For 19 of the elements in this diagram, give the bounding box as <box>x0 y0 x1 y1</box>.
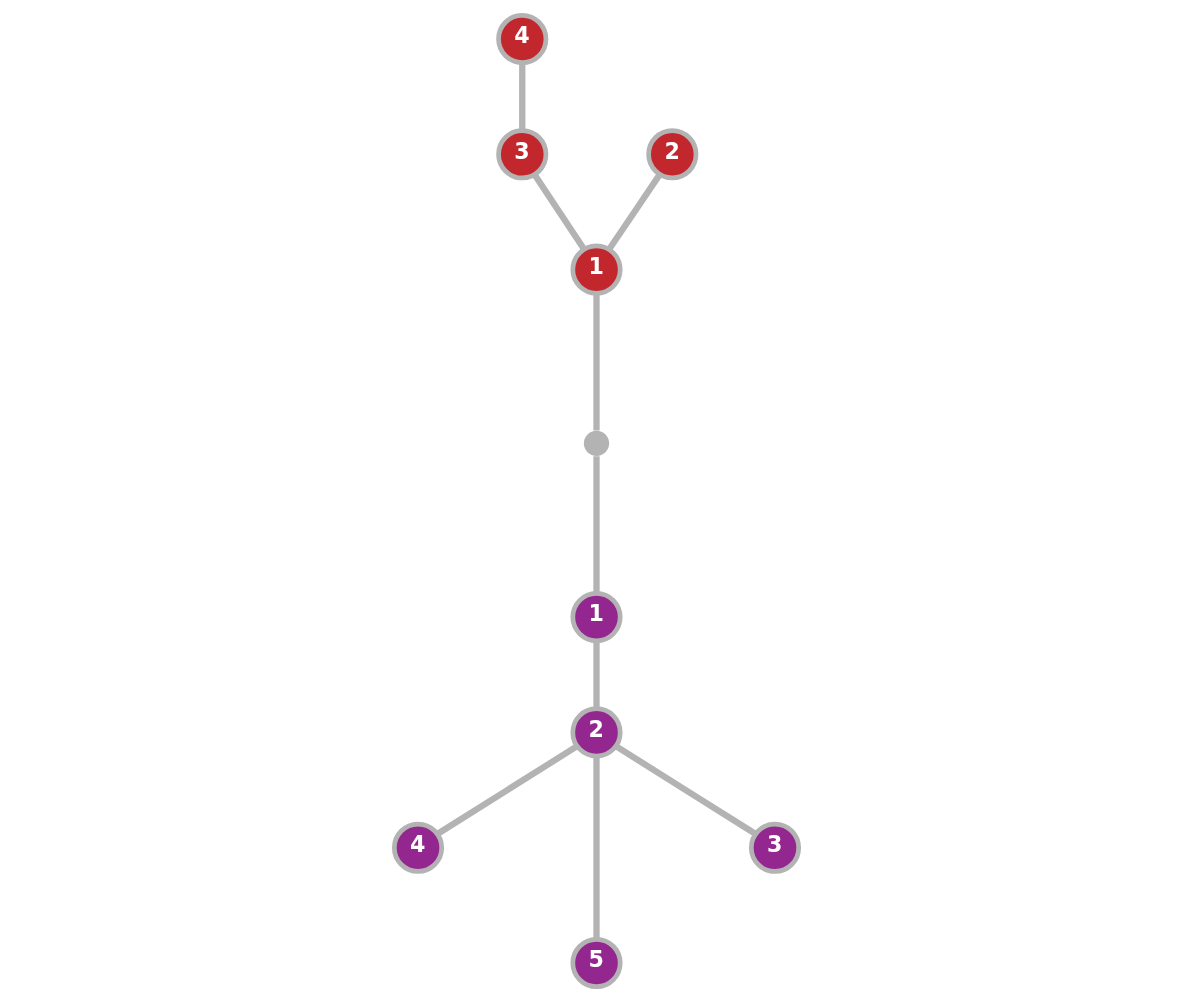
connector <box>435 743 578 837</box>
connector <box>531 173 587 251</box>
node-circle: 3 <box>495 128 548 181</box>
connector <box>592 456 600 594</box>
node-circle: 5 <box>569 936 623 990</box>
connector <box>592 293 600 431</box>
node-circle <box>583 430 609 456</box>
node-circle: 1 <box>569 591 623 644</box>
connector <box>592 640 600 708</box>
node-circle: 4 <box>495 12 548 66</box>
connector <box>592 756 600 939</box>
node-circle: 4 <box>391 821 444 874</box>
connector <box>614 743 757 837</box>
connector <box>606 173 662 252</box>
node-circle: 2 <box>569 706 623 759</box>
node-circle: 1 <box>569 243 623 296</box>
node-circle: 2 <box>645 128 698 181</box>
connector <box>518 62 525 130</box>
node-circle: 3 <box>748 821 801 874</box>
